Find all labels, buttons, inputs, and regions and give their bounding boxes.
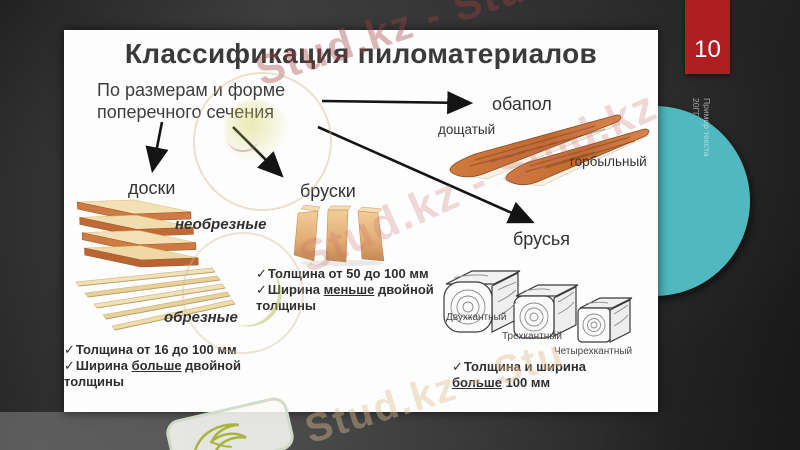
edged-boards-image <box>75 267 236 331</box>
criteria-line2: поперечного сечения <box>97 101 274 122</box>
side-caption: Пример текста 20ГГ <box>691 98 712 190</box>
obapol-image <box>449 114 650 187</box>
checkmark-icon: ✓ <box>256 266 267 281</box>
group-label-bruski: бруски <box>300 181 356 201</box>
arrow-to-bruski <box>232 126 284 178</box>
bullet-item: ✓Толщина от 16 до 100 мм <box>64 342 237 357</box>
arrows-graphic <box>145 91 535 224</box>
bullet-item: ✓Ширина меньше двойной толщины <box>256 281 434 313</box>
brusya-bullets: ✓Толщина и ширина больше 100 мм <box>452 359 602 391</box>
group-label-doski: доски <box>128 178 176 198</box>
side-caption-line2: 20ГГ <box>691 98 702 117</box>
label-gorbylny: горбыльный <box>570 154 647 169</box>
bullet-item: ✓Толщина и ширина больше 100 мм <box>452 359 587 390</box>
criteria-line1: По размерам и форме <box>97 80 286 100</box>
slide: Классификация пиломатериалов По размерам… <box>64 30 658 412</box>
side-caption-line1: Пример текста <box>702 98 712 157</box>
group-label-brusya: брусья <box>513 229 571 249</box>
doski-bullets: ✓Толщина от 16 до 100 мм ✓Ширина больше … <box>64 342 244 390</box>
checkmark-icon: ✓ <box>256 281 267 297</box>
bruski-bullets: ✓Толщина от 50 до 100 мм ✓Ширина меньше … <box>256 266 434 314</box>
arrow-to-brusya <box>317 125 535 224</box>
criteria-text: По размерам и форме поперечного сечения <box>97 80 332 124</box>
label-doshchaty: дощатый <box>438 122 496 137</box>
bars-image <box>293 204 385 266</box>
slide-title: Классификация пиломатериалов <box>124 38 598 69</box>
beam-label-three-edged: Трехкантный <box>502 331 563 342</box>
arrow-to-doski <box>145 121 169 174</box>
checkmark-icon: ✓ <box>64 357 75 373</box>
label-edged: обрезные <box>164 309 238 326</box>
page-number-badge: 10 <box>685 0 730 74</box>
checkmark-icon: ✓ <box>452 359 463 374</box>
unedged-boards-image <box>76 199 199 268</box>
beam-label-four-edged: Четырехкантный <box>554 346 633 357</box>
arrow-to-obapol <box>321 91 474 115</box>
beam-label-two-edged: Двухкантный <box>446 312 507 323</box>
beams-sketch-image <box>443 270 633 343</box>
bullet-item: ✓Толщина от 50 до 100 мм <box>256 266 429 281</box>
background-bottom-band <box>0 412 800 450</box>
label-unedged: необрезные <box>175 216 267 233</box>
bullet-item: ✓Ширина больше двойной толщины <box>64 357 241 389</box>
group-label-obapol: обапол <box>492 94 552 114</box>
page-number: 10 <box>694 36 721 63</box>
checkmark-icon: ✓ <box>64 342 75 357</box>
